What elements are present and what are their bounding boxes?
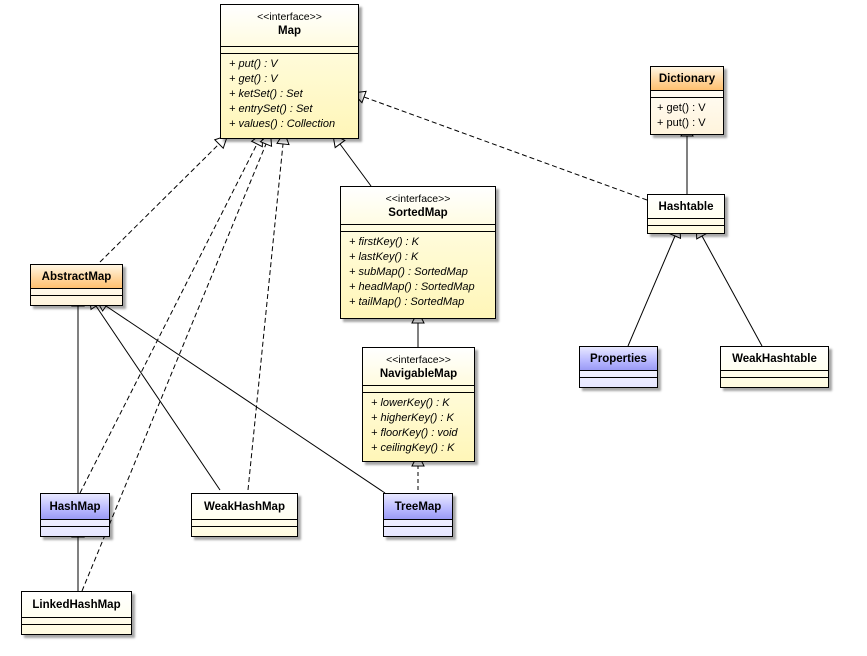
hashmap-to-map-realization xyxy=(79,144,257,494)
sortedmap-method: + subMap() : SortedMap xyxy=(349,266,468,278)
weakhashtable-attributes xyxy=(721,371,828,378)
dictionary-header: Dictionary xyxy=(651,67,723,91)
map-interface-box: <<interface>> Map + put() : V + get() : … xyxy=(220,4,359,139)
hashmap-attributes xyxy=(41,520,109,527)
navigablemap-method: + ceilingKey() : K xyxy=(371,442,455,454)
treemap-to-abstractmap-generalization xyxy=(106,306,386,494)
dictionary-attributes xyxy=(651,91,723,98)
hashtable-attributes xyxy=(648,219,724,226)
linkedhashmap-attributes xyxy=(22,618,131,625)
hashmap-header: HashMap xyxy=(41,494,109,520)
abstractmap-name: AbstractMap xyxy=(41,271,112,283)
properties-to-hashtable-generalization xyxy=(627,236,675,347)
hashmap-name: HashMap xyxy=(49,501,101,513)
hashtable-name: Hashtable xyxy=(658,201,714,213)
sortedmap-interface-box: <<interface>> SortedMap + firstKey() : K… xyxy=(340,186,496,319)
map-name: Map xyxy=(278,25,301,37)
navigablemap-method: + floorKey() : void xyxy=(371,427,458,439)
navigablemap-method: + higherKey() : K xyxy=(371,412,454,424)
map-methods: + put() : V + get() : V + ketSet() : Set… xyxy=(221,54,358,135)
abstractmap-header: AbstractMap xyxy=(31,265,122,289)
weakhashmap-header: WeakHashMap xyxy=(192,494,297,520)
sortedmap-to-map-generalization xyxy=(340,144,372,187)
sortedmap-attributes xyxy=(341,225,495,232)
navigablemap-attributes xyxy=(363,386,474,393)
map-method: + get() : V xyxy=(229,73,278,85)
navigablemap-header: <<interface>> NavigableMap xyxy=(363,348,474,386)
treemap-name: TreeMap xyxy=(394,501,442,513)
map-method: + ketSet() : Set xyxy=(229,88,303,100)
properties-class-box: Properties xyxy=(579,346,658,388)
map-attributes xyxy=(221,47,358,54)
linkedhashmap-class-box: LinkedHashMap xyxy=(21,591,132,635)
weakhashmap-to-abstractmap-generalization xyxy=(96,306,221,491)
navigablemap-name: NavigableMap xyxy=(379,368,458,380)
treemap-header: TreeMap xyxy=(384,494,452,520)
sortedmap-header: <<interface>> SortedMap xyxy=(341,187,495,225)
map-method: + put() : V xyxy=(229,58,278,70)
treemap-class-box: TreeMap xyxy=(383,493,453,537)
treemap-attributes xyxy=(384,520,452,527)
dictionary-method: + put() : V xyxy=(657,117,706,129)
abstractmap-attributes xyxy=(31,289,122,296)
properties-name: Properties xyxy=(590,353,647,365)
weakhashtable-header: WeakHashtable xyxy=(721,347,828,371)
weakhashtable-to-hashtable-generalization xyxy=(702,236,763,347)
weakhashtable-class-box: WeakHashtable xyxy=(720,346,829,388)
dictionary-method: + get() : V xyxy=(657,102,706,114)
dictionary-name: Dictionary xyxy=(658,73,716,85)
map-method: + entrySet() : Set xyxy=(229,103,313,115)
map-header: <<interface>> Map xyxy=(221,5,358,47)
navigablemap-method: + lowerKey() : K xyxy=(371,397,450,409)
hashtable-header: Hashtable xyxy=(648,195,724,219)
linkedhashmap-header: LinkedHashMap xyxy=(22,592,131,618)
map-method: + values() : Collection xyxy=(229,118,336,130)
abstractmap-to-map-realization xyxy=(99,144,219,263)
linkedhashmap-to-map-realization xyxy=(81,144,266,592)
linkedhashmap-name: LinkedHashMap xyxy=(32,599,121,611)
sortedmap-method: + firstKey() : K xyxy=(349,236,419,248)
sortedmap-stereotype: <<interface>> xyxy=(385,193,451,205)
weakhashmap-attributes xyxy=(192,520,297,527)
weakhashtable-name: WeakHashtable xyxy=(732,353,817,365)
hashtable-class-box: Hashtable xyxy=(647,194,725,234)
navigablemap-methods: + lowerKey() : K + higherKey() : K + flo… xyxy=(363,393,474,459)
hashmap-class-box: HashMap xyxy=(40,493,110,537)
abstractmap-class-box: AbstractMap xyxy=(30,264,123,306)
hashtable-to-map-realization xyxy=(364,97,648,201)
weakhashmap-class-box: WeakHashMap xyxy=(191,493,298,537)
sortedmap-method: + headMap() : SortedMap xyxy=(349,281,475,293)
weakhashmap-name: WeakHashMap xyxy=(204,501,285,513)
sortedmap-method: + lastKey() : K xyxy=(349,251,419,263)
weakhashmap-to-map-realization xyxy=(247,144,283,491)
navigablemap-interface-box: <<interface>> NavigableMap + lowerKey() … xyxy=(362,347,475,462)
navigablemap-stereotype: <<interface>> xyxy=(386,354,451,366)
sortedmap-method: + tailMap() : SortedMap xyxy=(349,296,465,308)
dictionary-methods: + get() : V + put() : V xyxy=(651,98,723,134)
sortedmap-methods: + firstKey() : K + lastKey() : K + subMa… xyxy=(341,232,495,313)
dictionary-class-box: Dictionary + get() : V + put() : V xyxy=(650,66,724,135)
properties-attributes xyxy=(580,371,657,378)
sortedmap-name: SortedMap xyxy=(388,207,448,219)
map-stereotype: <<interface>> xyxy=(257,11,322,23)
properties-header: Properties xyxy=(580,347,657,371)
